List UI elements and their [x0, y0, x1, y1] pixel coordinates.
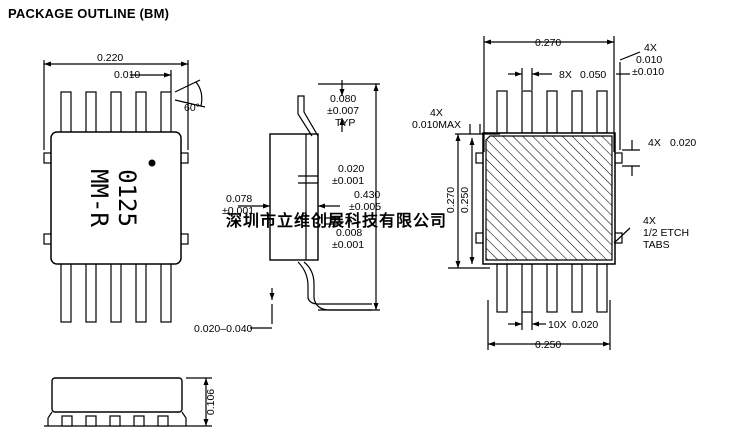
pin1-dot — [148, 159, 156, 167]
side-dim-0078: 0.078 — [226, 193, 252, 205]
bottom-dim-max: 0.010MAX — [412, 119, 461, 131]
top-dim-0220: 0.220 — [97, 52, 123, 64]
end-view-body — [51, 377, 183, 413]
bottom-view-bottom-leads — [496, 263, 608, 313]
side-dim-typ: TYP — [335, 117, 355, 129]
bottom-dim-etch-line1: 1/2 ETCH — [643, 227, 689, 239]
bottom-dim-4x-max: 4X — [430, 107, 443, 119]
bottom-dim-0270-top: 0.270 — [535, 37, 561, 49]
end-dim-0106: 0.106 — [205, 389, 217, 415]
marking-line-1: 0125 — [113, 169, 141, 227]
bottom-dim-10x-val: 0.020 — [572, 319, 598, 331]
side-dim-0080: 0.080 — [330, 93, 356, 105]
bottom-dim-0250-height: 0.250 — [459, 187, 471, 213]
top-view-body — [50, 131, 182, 265]
side-dim-lead-range: 0.020–0.040 — [194, 323, 253, 335]
bottom-dim-4x-right: 4X — [648, 137, 661, 149]
top-view-bottom-leads — [60, 261, 172, 323]
bottom-dim-4x-etch: 4X — [643, 215, 656, 227]
bottom-dim-0010-top: 0.010 — [636, 54, 662, 66]
bottom-dim-0270-height: 0.270 — [445, 187, 457, 213]
bottom-view — [448, 36, 641, 350]
side-view — [238, 80, 380, 329]
bottom-dim-0250-width: 0.250 — [535, 339, 561, 351]
bottom-dim-0020-right: 0.020 — [670, 137, 696, 149]
bottom-dim-8x-val: 0.050 — [580, 69, 606, 81]
bottom-view-hatched-pad — [485, 135, 613, 261]
bottom-dim-10x: 10X — [548, 319, 567, 331]
top-view — [43, 60, 206, 323]
side-view-body — [269, 133, 319, 261]
marking-line-2: MM-R — [85, 169, 113, 227]
watermark-text: 深圳市立维创展科技有限公司 — [226, 211, 447, 230]
top-dim-0010: 0.010 — [114, 69, 140, 81]
top-view-marking: 0125 MM-R — [85, 169, 141, 227]
bottom-dim-4x-top: 4X — [644, 42, 657, 54]
end-view — [44, 377, 212, 427]
top-dim-angle: 60° — [184, 102, 200, 114]
side-dim-0020-tol: ±0.001 — [332, 175, 364, 187]
side-dim-0430: 0.430 — [354, 189, 380, 201]
side-dim-0008: 0.008 — [336, 227, 362, 239]
bottom-view-top-leads — [496, 90, 608, 134]
side-dim-0078-tol: ±0.001 — [222, 205, 254, 217]
side-dim-0020: 0.020 — [338, 163, 364, 175]
bottom-dim-8x: 8X — [559, 69, 572, 81]
side-dim-0008-tol: ±0.001 — [332, 239, 364, 251]
bottom-dim-0010-top-tol: ±0.010 — [632, 66, 664, 78]
side-dim-0080-tol: ±0.007 — [327, 105, 359, 117]
side-dim-0430-tol: ±0.005 — [349, 201, 381, 213]
bottom-dim-etch-line2: TABS — [643, 239, 670, 251]
top-view-top-leads — [60, 91, 172, 135]
page-title: PACKAGE OUTLINE (BM) — [8, 6, 170, 21]
